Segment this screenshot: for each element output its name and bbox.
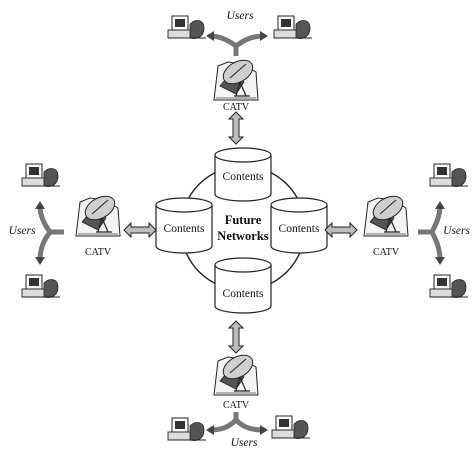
branch-arrow-bottom xyxy=(209,412,265,433)
user-terminal-icon xyxy=(429,274,469,299)
arrow-right xyxy=(324,222,358,238)
contents-cylinder-bottom: Contents xyxy=(214,257,272,314)
contents-label-bottom: Contents xyxy=(223,288,264,300)
users-label-bottom: Users xyxy=(231,437,258,449)
contents-label-top: Contents xyxy=(223,171,264,183)
user-terminal-icon xyxy=(21,274,61,299)
arrow-top xyxy=(228,111,244,145)
satellite-dish-icon xyxy=(213,349,259,396)
user-terminal-icon xyxy=(167,15,207,40)
contents-label-right: Contents xyxy=(279,223,320,235)
branch-arrow-left xyxy=(37,205,64,261)
user-terminal-icon xyxy=(429,163,469,188)
catv-label-top: CATV xyxy=(223,102,250,113)
users-label-left: Users xyxy=(9,225,36,237)
catv-label-left: CATV xyxy=(85,247,112,258)
satellite-dish-icon xyxy=(75,190,121,237)
branch-arrow-top xyxy=(209,33,265,56)
users-label-right: Users xyxy=(443,225,470,237)
user-terminal-icon xyxy=(21,163,61,188)
arrow-left xyxy=(123,222,157,238)
arrow-bottom xyxy=(228,320,244,354)
user-terminal-icon xyxy=(273,15,313,40)
satellite-dish-icon xyxy=(213,54,259,101)
contents-cylinder-right: Contents xyxy=(270,197,328,254)
center-label-line2: Networks xyxy=(217,229,269,243)
catv-label-bottom: CATV xyxy=(223,400,250,411)
branch-arrow-right xyxy=(418,205,443,261)
users-label-top: Users xyxy=(227,10,254,22)
center-label-line1: Future xyxy=(225,213,262,227)
catv-label-right: CATV xyxy=(373,247,400,258)
satellite-dish-icon xyxy=(363,190,409,237)
contents-cylinder-top: Contents xyxy=(214,147,272,202)
contents-label-left: Contents xyxy=(164,223,205,235)
user-terminal-icon xyxy=(271,415,311,440)
user-terminal-icon xyxy=(167,417,207,442)
contents-cylinder-left: Contents xyxy=(155,197,213,254)
